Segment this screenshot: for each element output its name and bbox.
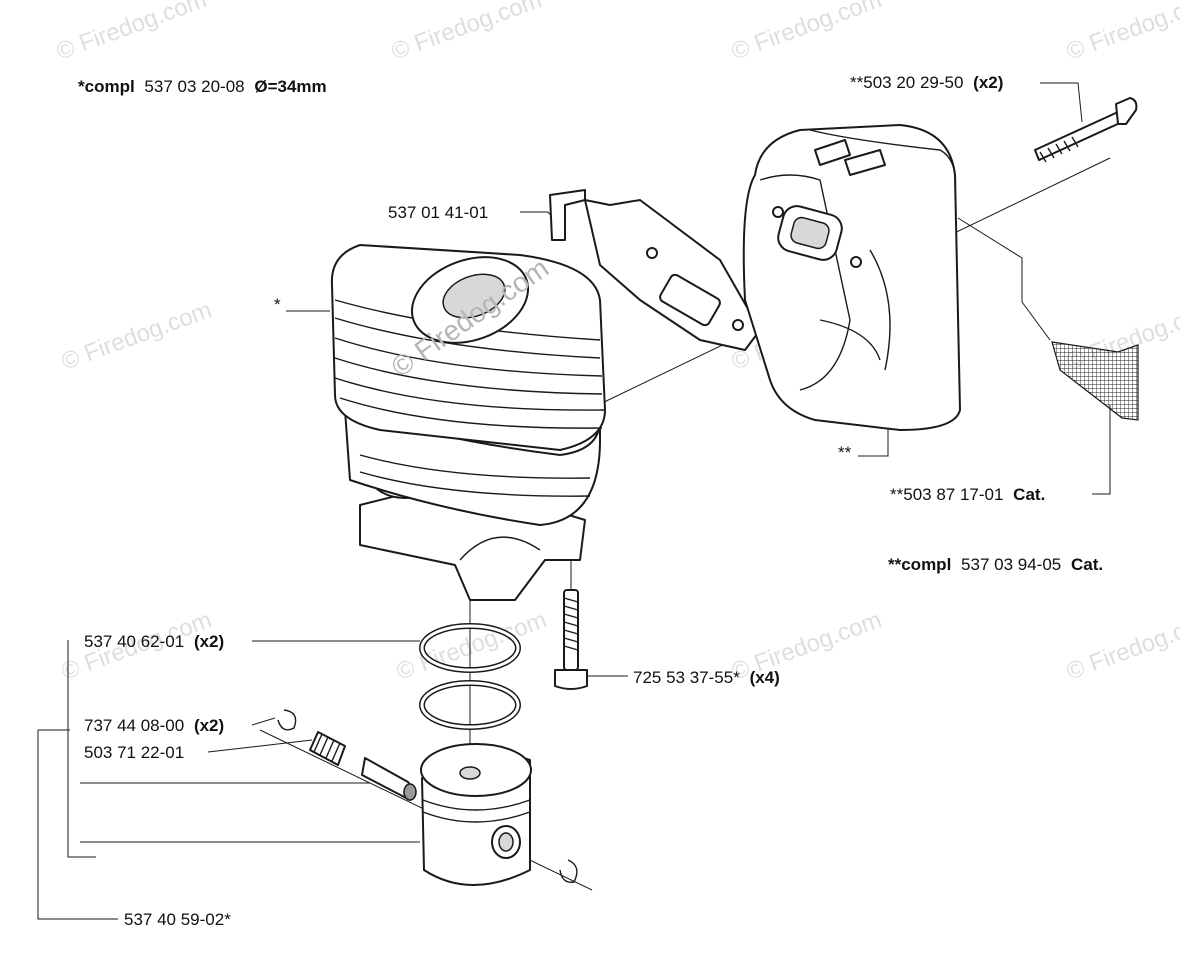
- muffler-rim: [809, 129, 957, 191]
- muffler-drawing: [742, 124, 961, 431]
- label-piston[interactable]: 537 40 59-02*: [124, 910, 231, 929]
- watermark: © Firedog.com: [1063, 0, 1180, 66]
- cylinder-fin: [339, 397, 603, 429]
- label-qty: (x2): [194, 716, 224, 735]
- leader-spark-screen: [1092, 405, 1111, 495]
- piston-rings-drawing: [419, 623, 521, 730]
- muffler-hole: [850, 256, 862, 268]
- piston-crown-mark: [459, 766, 481, 780]
- needle-bearing-rollers: [313, 733, 341, 762]
- muffler-body: [742, 124, 961, 431]
- label-prefix: **: [850, 73, 864, 92]
- watermark: © Firedog.com: [1063, 606, 1180, 685]
- muffler-bolt-thread: [1039, 136, 1079, 163]
- label-circlip[interactable]: 737 44 08-00 (x2): [84, 716, 224, 735]
- label-prefix: **compl: [888, 555, 951, 574]
- label-qty: (x2): [973, 73, 1003, 92]
- part-number: 503 87 17-01: [903, 485, 1003, 504]
- cylinder-screw-head: [554, 669, 588, 690]
- cylinder-screw-thread: [563, 597, 579, 651]
- spark-screen-drawing: [1051, 341, 1139, 421]
- label-suffix: Cat.: [1013, 485, 1045, 504]
- label-bracket[interactable]: 537 01 41-01: [388, 203, 488, 222]
- part-number: 503 20 29-50: [863, 73, 963, 92]
- label-cylinder-marker[interactable]: *: [274, 295, 281, 314]
- circlip-left: [277, 709, 297, 731]
- cylinder-fin: [334, 317, 601, 359]
- leader-bracket-group: [67, 640, 96, 858]
- watermark: © Firedog.com: [393, 606, 550, 685]
- gasket-port: [659, 273, 721, 327]
- leader-piston: [37, 730, 118, 920]
- part-number: 537 40 62-01: [84, 632, 184, 651]
- muffler-vent: [844, 149, 886, 176]
- spark-screen-mesh: [1051, 341, 1139, 421]
- bracket-hole: [732, 319, 744, 331]
- piston-ring-lower-inner: [420, 681, 520, 729]
- muffler-contour: [869, 249, 891, 371]
- part-labels: *compl 537 03 20-08 Ø=34mm 537 01 41-01 …: [78, 73, 1103, 929]
- part-number: 537 03 94-05: [961, 555, 1061, 574]
- cylinder-exhaust-opening: [442, 273, 506, 319]
- muffler-bolt-head: [1115, 97, 1138, 125]
- piston-pin-end: [403, 783, 417, 801]
- watermark: © Firedog.com: [728, 0, 885, 66]
- cylinder-base-arch: [459, 536, 541, 561]
- circlip-right: [559, 859, 578, 883]
- piston-ring-upper-inner: [420, 624, 520, 672]
- part-number: 737 44 08-00: [84, 716, 184, 735]
- label-muffler-compl[interactable]: **compl 537 03 94-05 Cat.: [888, 555, 1103, 574]
- part-number: 725 53 37-55*: [633, 668, 740, 687]
- piston-pin-bore-inner: [498, 832, 514, 852]
- label-spec: Ø=34mm: [254, 77, 326, 96]
- part-number: 537 03 20-08: [144, 77, 244, 96]
- cylinder-body: [330, 244, 606, 451]
- piston-ring-groove: [422, 811, 531, 823]
- label-needle-bearing[interactable]: 503 71 22-01: [84, 743, 184, 762]
- label-prefix: **: [890, 485, 904, 504]
- cylinder-fin: [334, 337, 603, 377]
- muffler-port-inner: [790, 216, 830, 250]
- muffler-hole: [772, 206, 784, 218]
- bracket-hole: [646, 247, 658, 259]
- leader-screen-upper: [957, 217, 1051, 341]
- muffler-contour: [819, 319, 881, 361]
- label-suffix: Cat.: [1071, 555, 1103, 574]
- watermark: © Firedog.com: [58, 296, 215, 375]
- watermark: © Firedog.com: [53, 0, 210, 66]
- cylinder-fin: [334, 377, 605, 411]
- label-qty: (x4): [750, 668, 780, 687]
- muffler-vent: [814, 139, 851, 166]
- cylinder-fin: [334, 357, 603, 395]
- label-piston-ring[interactable]: 537 40 62-01 (x2): [84, 632, 224, 651]
- leader-muffler-bolt: [1040, 82, 1083, 123]
- leader-circlip: [251, 717, 276, 726]
- muffler-bolt-shank: [1034, 111, 1123, 161]
- label-muffler-bolt[interactable]: **503 20 29-50 (x2): [850, 73, 1003, 92]
- label-muffler-marker[interactable]: **: [838, 443, 852, 462]
- piston-ring-groove: [422, 799, 531, 811]
- cylinder-drawing: [330, 244, 606, 601]
- bracket-hook: [549, 189, 586, 241]
- label-cylinder-screw[interactable]: 725 53 37-55* (x4): [633, 668, 780, 687]
- muffler-contour: [759, 174, 851, 391]
- cylinder-fin: [359, 454, 591, 479]
- piston-drawing: [277, 709, 578, 886]
- label-spark-screen[interactable]: **503 87 17-01 Cat.: [890, 485, 1045, 504]
- watermark-layer: © Firedog.com © Firedog.com © Firedog.co…: [53, 0, 1180, 686]
- leader-needle-bearing: [207, 739, 313, 753]
- cylinder-screw-drawing: [554, 589, 588, 690]
- watermark: © Firedog.com: [388, 0, 545, 66]
- leader-muffler: [858, 428, 889, 457]
- label-qty: (x2): [194, 632, 224, 651]
- cylinder-fin: [359, 471, 591, 497]
- bracket-drawing: [549, 189, 761, 351]
- label-cylinder-compl[interactable]: *compl 537 03 20-08 Ø=34mm: [78, 77, 327, 96]
- label-prefix: *compl: [78, 77, 135, 96]
- muffler-bolt-drawing: [1034, 97, 1138, 163]
